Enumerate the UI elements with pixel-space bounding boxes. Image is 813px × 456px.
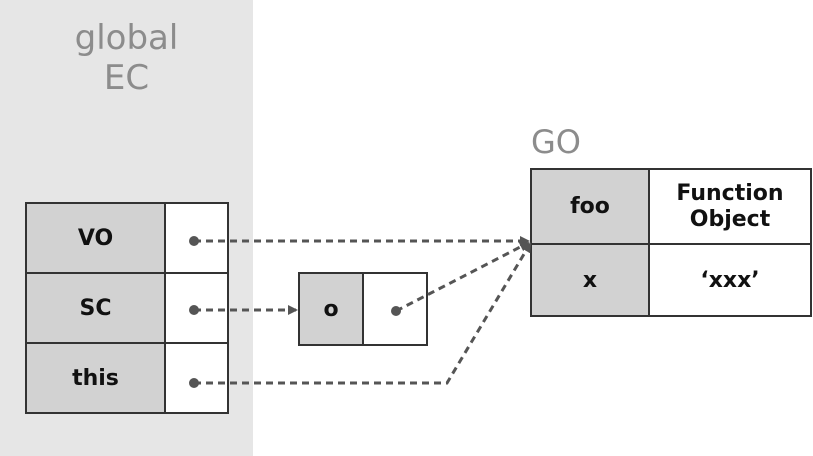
sc-to-scope-chain-arrow [189,305,298,315]
go-value-x: ‘xxx’ [648,243,812,317]
scope-chain-to-go-arrow [391,241,530,316]
global-ec-title: global EC [74,18,179,98]
ec-value-this [164,342,229,414]
go-key-x: x [530,243,650,317]
vo-to-go-arrow [189,236,530,246]
this-to-go-arrow [189,242,532,388]
go-value-foo: Function Object [648,168,812,245]
go-title: GO [531,123,581,161]
ec-key-this: this [25,342,166,414]
